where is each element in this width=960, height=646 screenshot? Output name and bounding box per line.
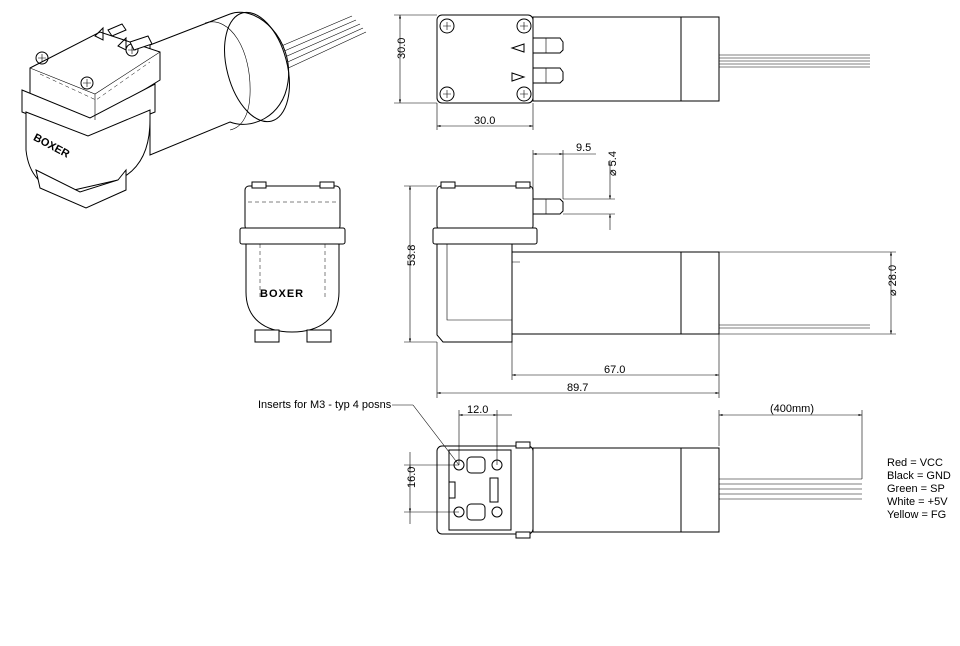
side-barb (532, 198, 564, 215)
legend-item: Black = GND (887, 470, 951, 482)
dim-overall-height: 53.8 (406, 245, 418, 266)
dim-top-width: 30.0 (474, 115, 495, 127)
legend-item: Green = SP (887, 483, 945, 495)
iso-motor (149, 11, 290, 156)
dim-motor-length: 67.0 (604, 364, 625, 376)
wire-color-legend: Red = VCC Black = GND Green = SP White =… (887, 457, 951, 522)
top-view: 30.0 30.0 (394, 14, 870, 130)
dim-top-height: 30.0 (396, 38, 408, 59)
end-brand-label: BOXER (260, 288, 304, 300)
bottom-wires (719, 478, 862, 500)
top-barb-upper (532, 37, 564, 54)
legend-item: Red = VCC (887, 457, 943, 469)
dim-lead-length: (400mm) (770, 403, 814, 415)
insert-hole (491, 506, 503, 518)
dim-motor-diameter: ⌀ 28.0 (887, 265, 899, 296)
dim-barb-diameter: ⌀ 5.4 (607, 151, 619, 176)
top-motor-body (532, 16, 682, 102)
side-view: 9.5 ⌀ 5.4 53.8 ⌀ 28.0 67.0 89.7 (404, 142, 899, 398)
side-motor-body (511, 251, 682, 335)
iso-wires (271, 15, 367, 71)
legend-item: Yellow = FG (887, 509, 947, 521)
dim-barb-length: 9.5 (576, 142, 591, 154)
isometric-view: BOXER (21, 11, 367, 209)
inserts-callout: Inserts for M3 - typ 4 posns (258, 399, 392, 411)
bottom-view: 12.0 16.0 (400mm) (392, 403, 863, 539)
end-view: BOXER (239, 181, 346, 343)
top-barb-lower (532, 67, 564, 84)
dim-insert-spacing: 12.0 (467, 404, 488, 416)
dim-insert-span: 16.0 (406, 467, 418, 488)
top-wires (719, 54, 870, 68)
top-screws (439, 18, 532, 102)
iso-pump-head: BOXER (21, 23, 161, 209)
dim-overall-length: 89.7 (567, 382, 588, 394)
top-motor-cap (680, 16, 720, 102)
legend-item: White = +5V (887, 496, 948, 508)
